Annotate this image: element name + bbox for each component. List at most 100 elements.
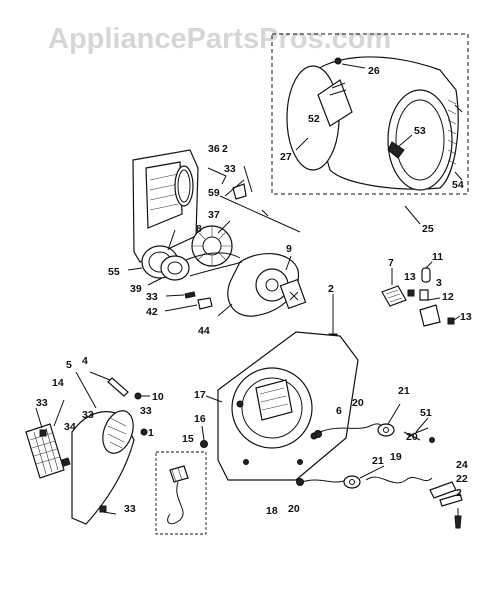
label-17: 17 <box>194 389 206 401</box>
label-24: 24 <box>456 459 468 471</box>
drum-roller-21-lower <box>343 475 361 489</box>
label-12: 12 <box>442 291 454 303</box>
label-39: 39 <box>130 283 142 295</box>
label-16: 16 <box>194 413 206 425</box>
harness-box <box>155 451 207 535</box>
label-13: 13 <box>460 311 472 323</box>
label-20: 20 <box>352 397 364 409</box>
drum-assembly <box>271 33 469 225</box>
label-3: 3 <box>436 277 442 289</box>
blower-pulley <box>160 255 190 281</box>
label-54: 54 <box>452 179 464 191</box>
lint-screen-assembly <box>25 371 150 525</box>
label-44: 44 <box>198 325 210 337</box>
label-27: 27 <box>280 151 292 163</box>
label-13: 13 <box>404 271 416 283</box>
thermostat-3 <box>419 289 429 301</box>
label-1: 1 <box>148 427 154 439</box>
drum-screw <box>334 57 342 65</box>
idler-arm-24 <box>429 481 457 499</box>
label-51: 51 <box>420 407 432 419</box>
label-18: 18 <box>266 505 278 517</box>
fuse-11 <box>421 267 431 283</box>
impeller-blades <box>192 226 232 266</box>
label-33: 33 <box>124 503 136 515</box>
lint-housing <box>102 410 134 454</box>
label-2: 2 <box>456 487 462 499</box>
label-4: 4 <box>82 355 88 367</box>
blower-wheel <box>191 220 233 267</box>
screw-34 <box>61 457 71 467</box>
label-5: 5 <box>66 359 72 371</box>
screw-33-motor <box>184 291 196 299</box>
label-42: 42 <box>146 306 158 318</box>
base-frame <box>205 331 359 481</box>
wire-harness <box>155 425 208 535</box>
roller-shaft-20-lower <box>301 479 347 483</box>
motor-fasteners <box>164 291 213 312</box>
roller-axle-6 <box>314 430 322 438</box>
drum-seal-hatch <box>447 99 457 165</box>
drum-baffle <box>317 79 353 127</box>
blower-housing <box>127 229 190 286</box>
drive-belt <box>189 261 243 277</box>
label-2: 2 <box>328 283 334 295</box>
label-33: 33 <box>82 409 94 421</box>
label-34: 34 <box>64 421 76 433</box>
screw-10 <box>134 392 142 400</box>
motor-bracket <box>279 278 307 310</box>
part-labels: 2 36 33 59 37 8 55 39 33 42 44 9 26 52 2… <box>36 65 472 517</box>
label-2: 2 <box>222 143 228 155</box>
bracket-12 <box>419 304 441 327</box>
heater-duct <box>255 379 293 421</box>
label-7: 7 <box>388 257 394 269</box>
label-6: 6 <box>336 405 342 417</box>
label-14: 14 <box>52 377 64 389</box>
drive-motor <box>185 252 307 317</box>
drum-front-rim <box>387 89 453 191</box>
bulkhead-duct <box>145 161 183 229</box>
label-33: 33 <box>140 405 152 417</box>
label-21: 21 <box>372 455 384 467</box>
label-8: 8 <box>196 223 202 235</box>
baffle-ridges <box>329 82 347 96</box>
roller-clip-51 <box>403 427 429 441</box>
drum-roller-21-upper <box>377 423 395 437</box>
clip-42 <box>197 297 213 310</box>
drum-rollers <box>296 403 463 529</box>
label-20: 20 <box>288 503 300 515</box>
label-26: 26 <box>368 65 380 77</box>
label-52: 52 <box>308 113 320 125</box>
label-15: 15 <box>182 433 194 445</box>
label-20: 20 <box>406 431 418 443</box>
idler-spring-19 <box>365 476 433 484</box>
screw-13-upper <box>407 289 415 297</box>
label-25: 25 <box>422 223 434 235</box>
duct-grille <box>149 173 179 211</box>
label-21: 21 <box>398 385 410 397</box>
harness-wire <box>167 481 184 525</box>
bulkhead-clip <box>207 167 227 185</box>
label-36: 36 <box>208 143 220 155</box>
hinge-4 <box>107 377 129 397</box>
screw-59 <box>232 183 247 200</box>
drum-assembly-box <box>271 33 469 195</box>
label-9: 9 <box>286 243 292 255</box>
label-53: 53 <box>414 125 426 137</box>
label-22: 22 <box>456 473 468 485</box>
thermal-fuse-16 <box>200 440 208 448</box>
label-33: 33 <box>36 397 48 409</box>
harness-connector <box>169 465 189 483</box>
label-33: 33 <box>224 163 236 175</box>
label-55: 55 <box>108 266 120 278</box>
label-33: 33 <box>146 291 158 303</box>
drum-seal-clip <box>387 141 405 159</box>
rear-bulkhead <box>132 149 301 263</box>
idler-pulley-22 <box>439 493 463 507</box>
thermostat-parts <box>381 261 461 327</box>
label-59: 59 <box>208 187 220 199</box>
watermark: AppliancePartsPros.com <box>48 23 391 55</box>
label-11: 11 <box>432 251 443 263</box>
